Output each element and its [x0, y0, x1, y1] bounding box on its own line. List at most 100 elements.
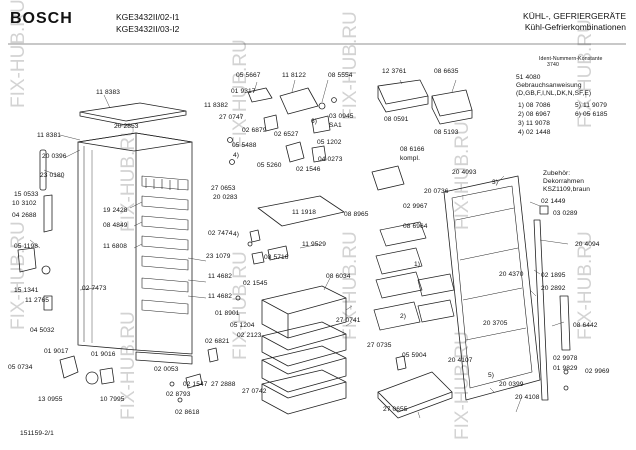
part-label: 27 0655: [383, 406, 408, 413]
part-label: 02 1545: [243, 280, 268, 287]
manual-item: 4) 02 1448: [518, 129, 551, 136]
part-label: 01 8901: [215, 310, 240, 317]
door-stop: [43, 194, 53, 233]
part-label: 15 1341: [14, 287, 39, 294]
part-label: 27 0735: [367, 342, 392, 349]
manual-label: Gebrauchsanweisung: [516, 82, 582, 89]
part-label: 4): [233, 152, 240, 159]
shelves: [141, 175, 189, 315]
part-label: 05 5488: [232, 142, 257, 149]
part-label: 11 8381: [37, 132, 62, 139]
manual-item: 1) 08 7086: [518, 102, 551, 109]
part-label: 03 0289: [553, 210, 578, 217]
part-label: 04 2688: [12, 212, 37, 219]
part-label: 20 4094: [575, 241, 600, 248]
part-label: 08 8965: [344, 211, 369, 218]
part-label: 6): [311, 118, 318, 125]
part-label: 11 4682: [208, 293, 233, 300]
part-label: 20 3705: [483, 320, 508, 327]
part-label: 27 0747: [219, 114, 244, 121]
part-label: 20 2892: [541, 285, 566, 292]
switch: [285, 141, 305, 163]
part-label: 05 5667: [236, 72, 261, 79]
manual-item: 6) 05 6185: [575, 111, 608, 118]
part-label: 02 6527: [274, 131, 299, 138]
part-label: 05 5260: [257, 162, 282, 169]
part-label: 20 0736: [424, 188, 449, 195]
part-label: 05 0734: [8, 364, 33, 371]
drawing-number: 151159-2/1: [20, 430, 54, 437]
part-label: 20 4107: [448, 357, 473, 364]
part-label: 11 4682: [208, 273, 233, 280]
hinge-bar: [39, 149, 47, 191]
fridge-door: [443, 175, 541, 401]
part-label: 02 6821: [205, 338, 230, 345]
accessory-name: Dekorrahmen: [543, 178, 585, 185]
part-label: 08 6166: [400, 146, 425, 153]
part-label: 2): [400, 313, 407, 320]
part-label: 02 9969: [585, 368, 610, 375]
part-label: 02 6879: [242, 127, 267, 134]
part-label: 11 6808: [103, 243, 128, 250]
part-label: 08 5554: [328, 72, 353, 79]
part-label: 11 8122: [282, 72, 307, 79]
part-label: 20 0396: [42, 153, 67, 160]
manual-item: 2) 08 6967: [518, 111, 551, 118]
part-label: 02 9967: [403, 203, 428, 210]
part-label: 02 2123: [237, 332, 262, 339]
door-bins: [373, 221, 455, 331]
part-label: 11 8383: [96, 89, 121, 96]
part-label: 4): [233, 231, 240, 238]
part-label: 11 9529: [302, 241, 327, 248]
part-label: 27 0741: [336, 317, 361, 324]
part-label: 20 0399: [499, 381, 524, 388]
part-label: 20 0283: [213, 194, 238, 201]
part-label: 02 1547: [183, 381, 208, 388]
part-label: 01 9016: [91, 351, 116, 358]
part-label: 03 0945: [329, 113, 354, 120]
part-label: 08 5716: [264, 254, 289, 261]
part-label: 08 6442: [573, 322, 598, 329]
part-label: 02 7474: [208, 230, 233, 237]
part-label: 15 0533: [14, 191, 39, 198]
door-gasket: [533, 219, 549, 401]
manual-languages: (D,GB,F,I,NL,DK,N,SF,E): [516, 90, 592, 97]
part-label: 20 4093: [452, 169, 477, 176]
model-number-1: KGE3432II/02-I1: [116, 12, 180, 22]
part-label: 08 0591: [384, 116, 409, 123]
part-label: 20 4108: [515, 394, 540, 401]
part-label: 11 1918: [292, 209, 317, 216]
part-label: 02 8618: [175, 409, 200, 416]
knob: [41, 265, 51, 275]
fridge-cabinet: [77, 132, 193, 355]
part-label: 27 0742: [242, 388, 267, 395]
part-label: 01 9317: [231, 88, 256, 95]
lamp-housing: [279, 87, 319, 115]
part-label: 02 0053: [154, 366, 179, 373]
part-label: 05 1204: [230, 322, 255, 329]
egg-tray: [377, 79, 429, 105]
model-number-2: KGE3432II/03-I2: [116, 24, 180, 34]
part-label: 05 5904: [402, 352, 427, 359]
crisper-drawers: [261, 285, 347, 415]
part-label: kompl.: [400, 155, 421, 162]
part-label: 08 6635: [434, 68, 459, 75]
top-cover-panel: [79, 102, 187, 122]
glass-shelf: [257, 195, 345, 227]
shelf-support: [267, 245, 289, 261]
manual-number: 51 4080: [516, 74, 541, 81]
part-label: 20 4370: [499, 271, 524, 278]
brand-logo-text: BOSCH: [10, 10, 73, 27]
part-label: 08 6034: [326, 273, 351, 280]
accessory-label: Zubehör:: [543, 170, 571, 177]
part-label: 02 9978: [553, 355, 578, 362]
part-label: 08 5193: [434, 129, 459, 136]
leader-lines: [29, 79, 569, 419]
part-label: 27 0653: [211, 185, 236, 192]
part-label: 02 1895: [541, 272, 566, 279]
part-label: 20 2853: [114, 123, 139, 130]
compressor-part: [59, 355, 79, 379]
part-label: 23 0180: [40, 172, 65, 179]
